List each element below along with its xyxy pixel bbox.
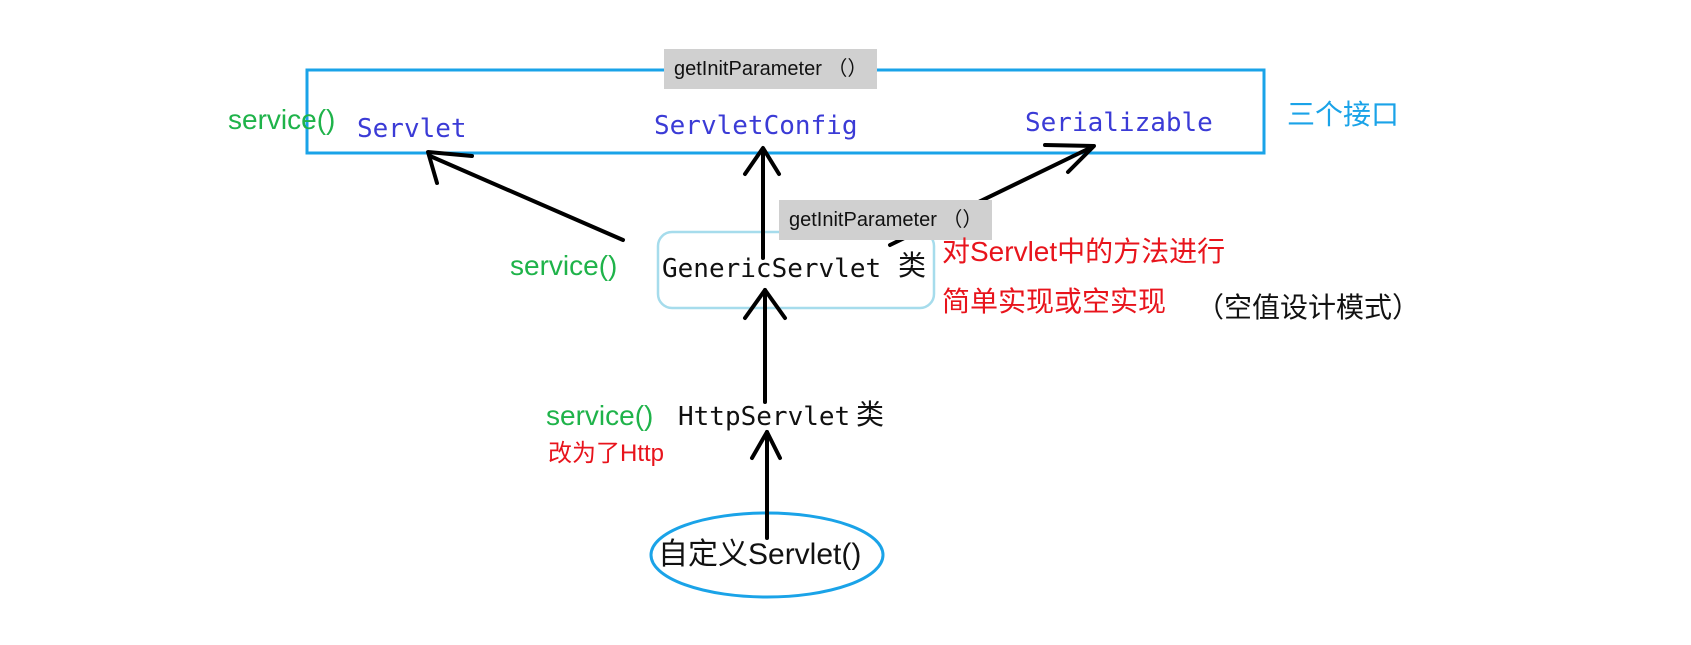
arrow-generic-to-servlet-head (426, 150, 474, 185)
null-pattern-note: （空值设计模式） (1196, 292, 1421, 323)
arrow-generic-to-serializable-head (1043, 143, 1096, 174)
generic-note-line1: 对Servlet中的方法进行 (942, 236, 1226, 267)
arrow-http-to-generic-head (743, 288, 787, 320)
generic-service-label: service() (510, 250, 618, 281)
http-servlet-class-suffix: 类 (856, 399, 885, 430)
servlet-interface-label: Servlet (357, 114, 467, 144)
generic-get-init-parameter-tag: getInitParameter （） (779, 200, 993, 240)
interface-get-init-parameter-tag: getInitParameter （） (664, 49, 878, 89)
http-note: 改为了Http (548, 440, 665, 467)
generic-note-line2: 简单实现或空实现 (942, 286, 1167, 317)
http-service-label: service() (546, 400, 654, 431)
arrows (426, 143, 1096, 540)
generic-servlet-class-suffix: 类 (898, 250, 927, 281)
three-interfaces-label: 三个接口 (1287, 99, 1400, 130)
arrow-generic-to-servlet (428, 154, 625, 242)
servlet-service-label: service() (228, 104, 336, 135)
generic-servlet-label: GenericServlet (662, 254, 882, 284)
servlet-config-interface-label: ServletConfig (654, 111, 858, 141)
arrow-custom-to-http-head (750, 430, 782, 460)
http-servlet-label: HttpServlet (678, 402, 851, 432)
custom-servlet-label: 自定义Servlet() (658, 538, 862, 571)
arrow-generic-to-config-head (743, 146, 781, 176)
serializable-interface-label: Serializable (1025, 108, 1213, 138)
